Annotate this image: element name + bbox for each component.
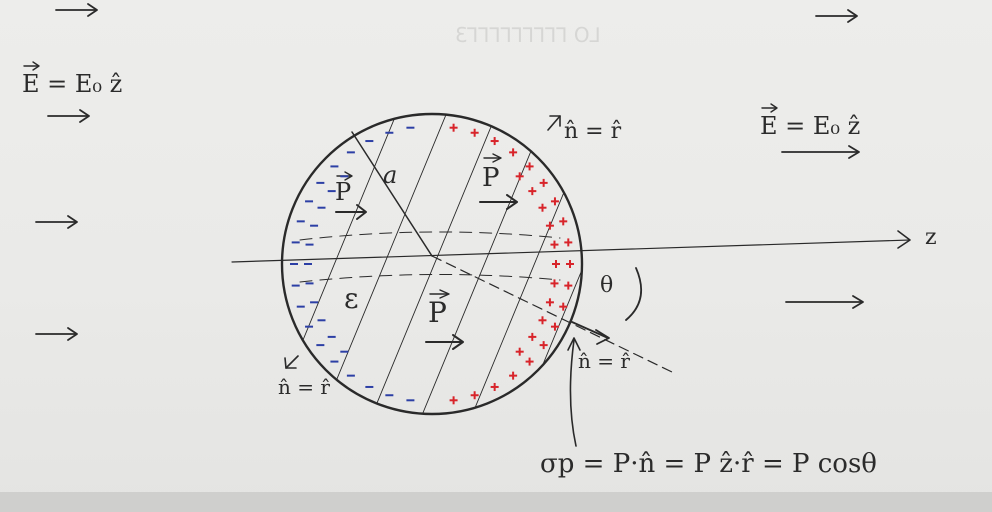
svg-text:E = E₀ ẑ: E = E₀ ẑ [22,70,122,98]
surface-charge-equation: σp = P·n̂ = P ẑ·r̂ = P cosθ [540,449,877,479]
svg-text:P: P [428,296,447,329]
svg-text:P: P [335,178,351,206]
radius-line [351,131,433,257]
angle-line [431,255,673,373]
normal-vector-right: n̂ = r̂ [571,321,630,373]
angle-arc [625,267,643,321]
field-arrow [815,9,858,23]
svg-text:n̂ = r̂: n̂ = r̂ [564,119,622,144]
svg-text:n̂ = r̂: n̂ = r̂ [278,375,330,399]
normal-vector-bottom-left: n̂ = r̂ [278,355,330,399]
svg-text:P: P [482,163,500,193]
z-axis-arrowhead [897,230,911,249]
field-arrow [35,215,78,229]
bleed-through-text: Ɛ⅂⅂⅂⅂⅂⅂⅂⅂⅂ O⅃ [455,23,601,47]
paper-edge [0,492,992,512]
surface-charge-pointer-head [567,337,581,351]
surface-charges [290,123,574,405]
field-arrow [55,3,98,17]
radius-label: a [383,161,397,189]
svg-text:n̂ = r̂: n̂ = r̂ [578,349,630,373]
field-label-left: E = E₀ ẑ [22,61,122,98]
normal-vector-top: n̂ = r̂ [547,115,622,144]
field-arrow [35,327,78,341]
polarization-top-left: P [335,171,367,220]
dielectric-sphere [280,112,584,416]
z-axis-line [231,239,911,263]
angle-label: θ [600,273,613,298]
field-arrow [785,295,864,309]
field-arrow [47,109,90,123]
svg-text:E = E₀ ẑ: E = E₀ ẑ [760,112,860,140]
z-axis-label: z [925,225,937,250]
permittivity-label: ε [344,282,359,315]
surface-charge-pointer [569,339,577,447]
field-label-right: E = E₀ ẑ [760,103,860,140]
external-field-arrows [35,3,864,341]
field-arrow [781,145,860,159]
polarization-bottom: P [425,289,464,350]
polarization-top-right: P [479,153,518,210]
